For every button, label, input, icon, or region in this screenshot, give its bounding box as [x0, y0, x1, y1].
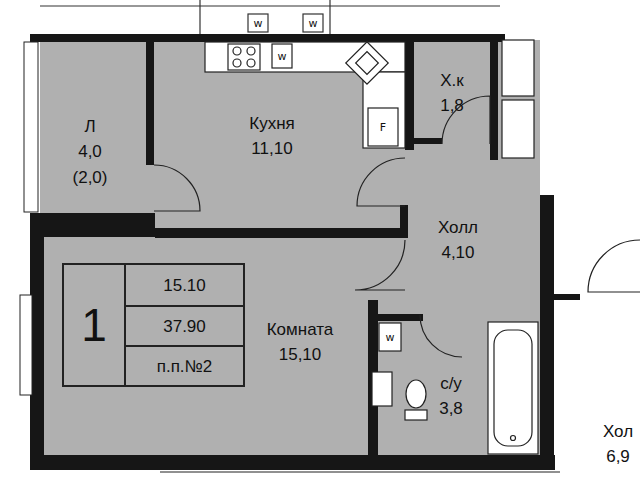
- area-cell: 15.10: [126, 265, 243, 305]
- living-room: Комната15,10: [267, 317, 334, 368]
- room-count: 1: [64, 265, 126, 385]
- room-area: (2,0): [73, 165, 108, 191]
- storage-room: Х.к1,8: [440, 68, 464, 119]
- room-name: Комната: [267, 317, 334, 343]
- room-name: с/у: [439, 371, 463, 397]
- appliance-mark: w: [386, 332, 395, 343]
- appliance-mark: F: [380, 122, 386, 133]
- balcony-room: Л4,0(2,0): [73, 114, 108, 191]
- room-area: 4,0: [73, 139, 108, 165]
- appliance-mark: w: [278, 51, 287, 62]
- room-area: 4,10: [438, 240, 478, 266]
- room-area: 3,8: [439, 396, 463, 422]
- apartment-info-box: 115.1037.90п.п.№2: [62, 263, 245, 387]
- room-area: 11,10: [249, 136, 295, 162]
- appliance-mark: w: [254, 18, 263, 29]
- area-cell: п.п.№2: [126, 345, 243, 385]
- bathroom-room: с/у3,8: [439, 371, 463, 422]
- room-area: 6,9: [603, 444, 633, 470]
- appliance-mark: w: [309, 18, 318, 29]
- room-name: Х.к: [440, 68, 464, 94]
- room-name: Кухня: [249, 111, 295, 137]
- area-cell: 37.90: [126, 305, 243, 345]
- kitchen-room: Кухня11,10: [249, 111, 295, 162]
- room-area: 1,8: [440, 93, 464, 119]
- room-name: Холл: [438, 215, 478, 241]
- hall-room: Холл4,10: [438, 215, 478, 266]
- room-area: 15,10: [267, 342, 334, 368]
- room-name: Хол: [603, 419, 633, 445]
- neighbour-hall: Хол6,9: [603, 419, 633, 470]
- room-name: Л: [73, 114, 108, 140]
